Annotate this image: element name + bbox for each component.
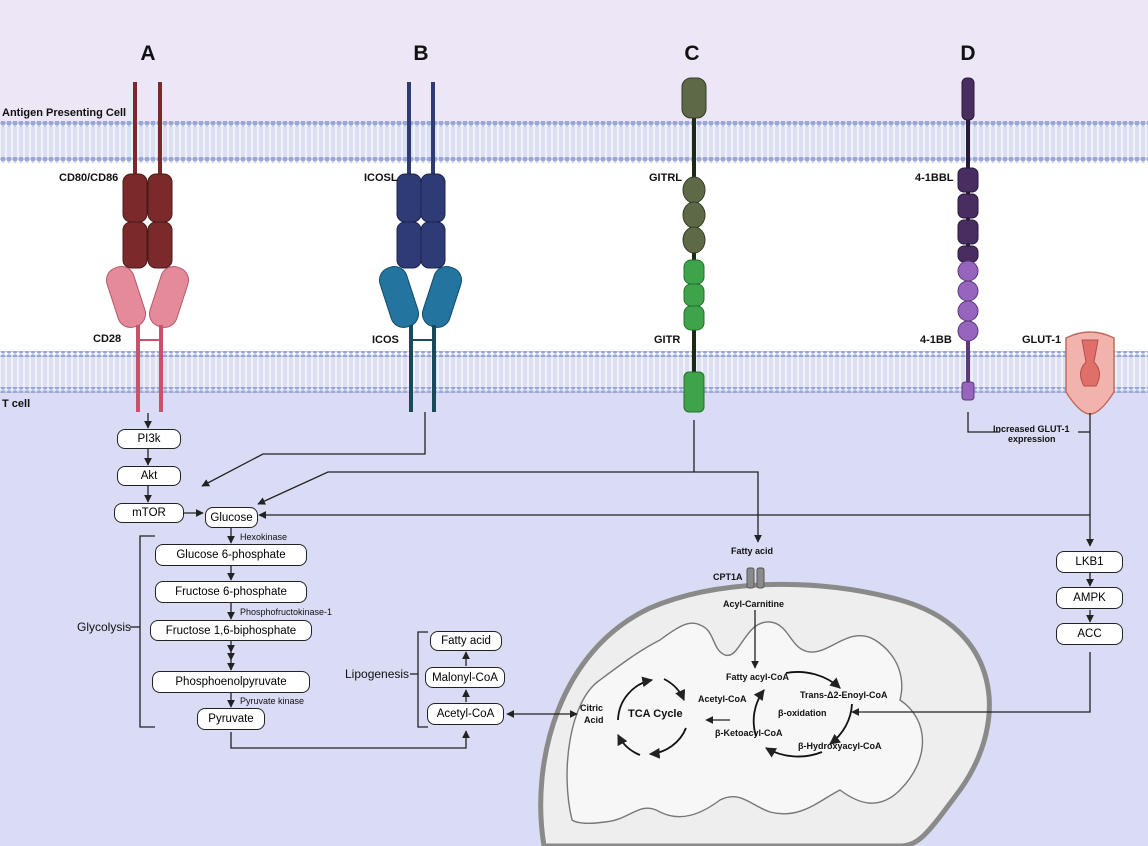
gitrl-label: GITRL xyxy=(649,172,682,184)
beta-oxidation-label: β-oxidation xyxy=(778,708,827,718)
glycolysis-step-1: Glucose 6-phosphate xyxy=(155,544,307,566)
citric-acid-label-line2: Acid xyxy=(584,715,604,725)
glycolysis-step-3: Fructose 1,6-biphosphate xyxy=(150,620,312,641)
phosphofructokinase-label: Phosphofructokinase-1 xyxy=(240,607,333,617)
4-1bbl-ligand xyxy=(957,77,979,263)
ampk-box: AMPK xyxy=(1056,587,1123,609)
panel-label-b: B xyxy=(413,42,429,65)
4-1bb-receptor xyxy=(957,260,979,401)
lipogenesis-label: Lipogenesis xyxy=(345,667,410,681)
tca-cycle-arrows xyxy=(617,676,687,759)
hexokinase-label: Hexokinase xyxy=(240,532,288,542)
apc-region xyxy=(0,0,1148,143)
mtor-box: mTOR xyxy=(114,503,184,523)
acc-box: ACC xyxy=(1056,623,1123,645)
gitrl-ligand xyxy=(681,77,707,258)
pyruvate-kinase-label: Pyruvate kinase xyxy=(240,696,305,706)
trans-enoyl-coa-label: Trans-Δ2-Enoyl-CoA xyxy=(800,690,888,700)
glycolysis-step-2: Fructose 6-phosphate xyxy=(155,581,307,603)
apc-membrane xyxy=(0,121,1148,163)
4-1bbl-label: 4-1BBL xyxy=(915,172,954,184)
cd28-label: CD28 xyxy=(93,333,122,345)
panel-label-c: C xyxy=(684,42,700,65)
hydroxyacyl-coa-label: β-Hydroxyacyl-CoA xyxy=(798,741,882,751)
tcell-label: T cell xyxy=(2,398,31,410)
icos-label: ICOS xyxy=(372,334,399,346)
glut1-label: GLUT-1 xyxy=(1022,334,1062,346)
fatty-acyl-coa-label: Fatty acyl-CoA xyxy=(726,672,790,682)
cd28-receptor xyxy=(105,266,190,412)
cd80-cd86-label: CD80/CD86 xyxy=(59,172,119,184)
lipogenesis-fatty-acid: Fatty acid xyxy=(430,631,502,651)
synapse-region xyxy=(0,143,1148,368)
lipogenesis-malonyl-coa: Malonyl-CoA xyxy=(425,667,505,688)
panel-label-d: D xyxy=(960,42,976,65)
4-1bb-label: 4-1BB xyxy=(920,334,952,346)
apc-label: Antigen Presenting Cell xyxy=(2,107,127,119)
icos-receptor xyxy=(378,266,463,412)
gitr-receptor xyxy=(683,258,705,413)
acyl-carnitine-label: Acyl-Carnitine xyxy=(723,599,785,609)
lkb1-box: LKB1 xyxy=(1056,551,1123,573)
glycolysis-label: Glycolysis xyxy=(77,620,132,634)
glycolysis-step-5: Pyruvate xyxy=(197,708,265,730)
panel-label-a: A xyxy=(140,42,156,65)
cd80-cd86-ligand xyxy=(122,82,173,269)
gitr-label: GITR xyxy=(654,334,681,346)
pathway-connectors xyxy=(130,412,1094,749)
citric-acid-label-line1: Citric xyxy=(580,703,604,713)
tcell-membrane xyxy=(0,351,1148,393)
glut1-expression-note-line1: Increased GLUT-1 xyxy=(993,424,1070,434)
mitochondrion xyxy=(538,581,992,846)
beta-oxidation-arrows xyxy=(752,671,853,758)
icosl-ligand xyxy=(396,82,446,269)
acetyl-coa-label: Acetyl-CoA xyxy=(698,694,747,704)
icosl-label: ICOSL xyxy=(364,172,398,184)
glut1-expression-note-line2: expression xyxy=(1008,434,1056,444)
tca-cycle-label: TCA Cycle xyxy=(628,708,683,720)
cpt1a-label: CPT1A xyxy=(713,572,743,582)
glut1-transporter xyxy=(1065,331,1115,415)
glucose-box: Glucose xyxy=(205,507,258,528)
cpt1a-transporter xyxy=(746,567,765,589)
pi3k-box: PI3k xyxy=(117,429,181,449)
glycolysis-step-4: Phosphoenolpyruvate xyxy=(152,671,310,693)
akt-box: Akt xyxy=(117,466,181,486)
fatty-acid-label: Fatty acid xyxy=(731,546,774,556)
ketoacyl-coa-label: β-Ketoacyl-CoA xyxy=(715,728,783,738)
lipogenesis-acetyl-coa: Acetyl-CoA xyxy=(427,703,504,725)
